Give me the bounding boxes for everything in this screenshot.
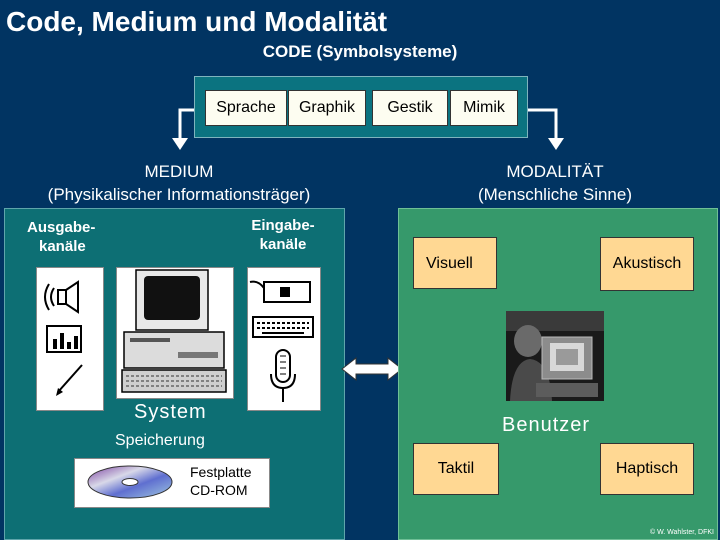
system-label: System bbox=[134, 401, 207, 423]
storage-media-text: Festplatte CD-ROM bbox=[190, 463, 251, 499]
code-item-graphik: Graphik bbox=[288, 90, 366, 126]
modality-heading-line2: (Menschliche Sinne) bbox=[477, 185, 632, 204]
user-photo bbox=[506, 311, 604, 401]
medium-heading-line1: MEDIUM bbox=[144, 162, 214, 181]
bar-chart-icon bbox=[46, 325, 82, 353]
modality-heading: MODALITÄT (Menschliche Sinne) bbox=[440, 160, 670, 206]
input-label-line1: Eingabe- bbox=[251, 217, 315, 234]
copyright-note: © W. Wahlster, DFKI bbox=[649, 529, 714, 536]
acoustic-sense-box: Akustisch bbox=[600, 237, 694, 291]
input-channels-label: Eingabe- kanäle bbox=[240, 216, 326, 254]
code-item-gestik: Gestik bbox=[372, 90, 448, 126]
storage-line2: CD-ROM bbox=[190, 482, 248, 498]
code-heading: CODE (Symbolsysteme) bbox=[262, 42, 458, 61]
medium-heading: MEDIUM (Physikalischer Informationsträge… bbox=[0, 160, 358, 206]
output-channels-label: Ausgabe- kanäle bbox=[27, 218, 95, 256]
output-label-line2: kanäle bbox=[39, 238, 86, 255]
speaker-icon bbox=[44, 280, 79, 314]
medium-heading-line2: (Physikalischer Informationsträger) bbox=[47, 185, 311, 204]
code-item-mimik: Mimik bbox=[450, 90, 518, 126]
microphone-icon bbox=[270, 349, 296, 402]
modality-heading-line1: MODALITÄT bbox=[506, 162, 604, 181]
slide-title: Code, Medium und Modalität bbox=[6, 6, 388, 37]
output-label-line1: Ausgabe- bbox=[27, 219, 96, 236]
code-item-sprache: Sprache bbox=[205, 90, 287, 126]
mouse-icon bbox=[249, 280, 311, 303]
cd-icon bbox=[87, 465, 173, 499]
storage-line1: Festplatte bbox=[190, 464, 252, 480]
user-label: Benutzer bbox=[502, 414, 591, 436]
pen-icon bbox=[56, 364, 83, 396]
visual-sense-box: Visuell bbox=[413, 237, 497, 289]
tactile-sense-box: Taktil bbox=[413, 443, 499, 495]
computer-icon bbox=[121, 269, 227, 393]
haptic-sense-box: Haptisch bbox=[600, 443, 694, 495]
storage-label: Speicherung bbox=[115, 432, 205, 449]
double-arrow-icon bbox=[341, 356, 403, 382]
input-label-line2: kanäle bbox=[259, 236, 307, 253]
keyboard-icon bbox=[252, 316, 314, 338]
